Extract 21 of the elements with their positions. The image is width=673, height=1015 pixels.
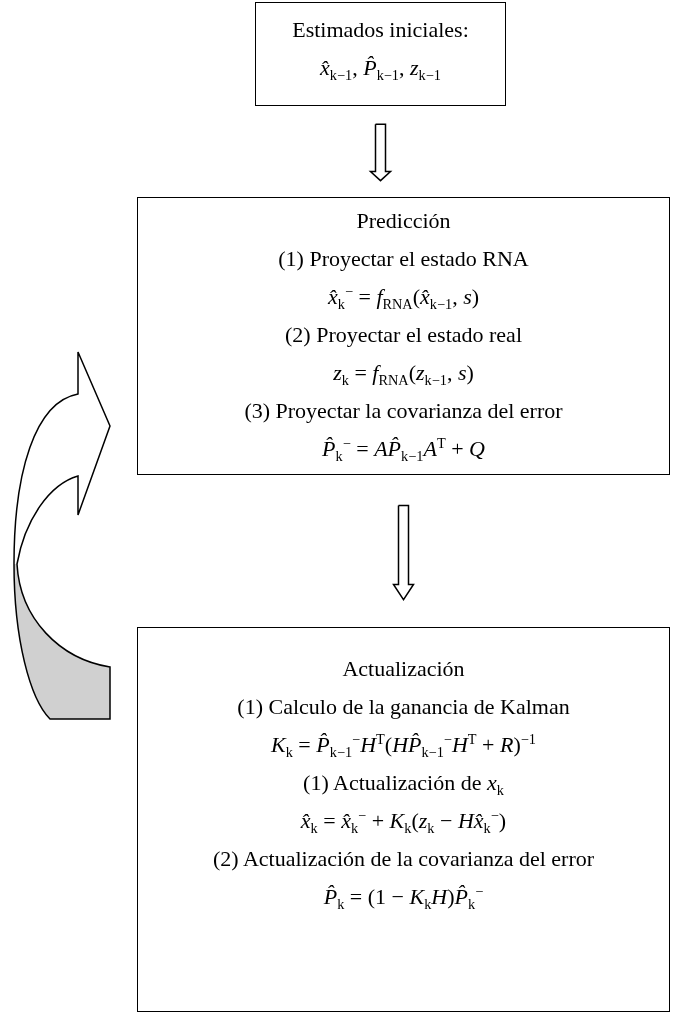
box-heading: Predicción [356, 207, 451, 235]
step-text: (1) Calculo de la ganancia de Kalman [237, 693, 570, 721]
process-box [137, 627, 670, 1012]
formula: K$_{k}$ = P̂$_{k−1}$$^{−}$H$^{T}$(HP̂$_{k−1}$$^{−}$H$^{T}$ + R)$^{−1}$ [271, 729, 536, 763]
formula: x̂$_{k}$ = x̂$_{k}$$^{−}$ + K$_{k}$(z$_{k}$ − Hx̂$_{k}$$^{−}$) [300, 805, 507, 839]
formula: z$_{k}$ = f$_{RNA}$(z$_{k−1}$, s) [333, 359, 474, 391]
formula: x̂$_{k−1}$, P̂$_{k−1}$, z$_{k−1}$ [320, 54, 441, 86]
box-heading: Estimados iniciales: [292, 16, 469, 44]
process-box [137, 197, 670, 475]
step-text: (1) Proyectar el estado RNA [278, 245, 529, 273]
block-arrow [392, 504, 415, 601]
block-arrow [368, 123, 393, 182]
step-text: (3) Proyectar la covarianza del error [244, 397, 563, 425]
box-heading: Actualización [342, 655, 465, 683]
curved-block-arrow [13, 351, 111, 720]
step-text: (2) Actualización de la covarianza del error [212, 845, 595, 873]
formula: P̂$_{k}$$^{−}$ = AP̂$_{k−1}$A$^{T}$ + Q [322, 433, 485, 467]
process-box [255, 2, 506, 106]
step-text: (1) Actualización de x$_{k}$ [303, 769, 504, 801]
formula: x̂$_{k}$$^{−}$ = f$_{RNA}$(x̂$_{k−1}$, s) [327, 281, 480, 315]
step-text: (2) Proyectar el estado real [285, 321, 522, 349]
